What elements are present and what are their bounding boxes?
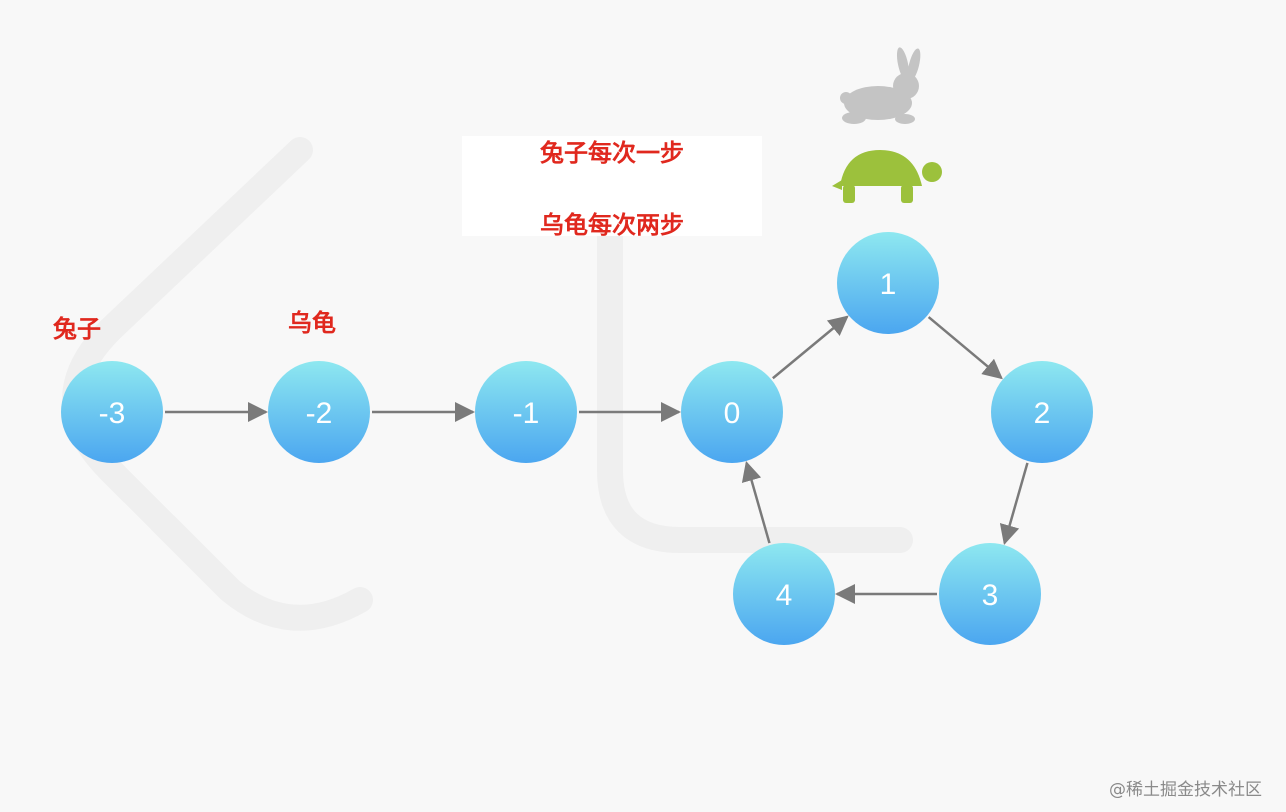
- node-label: -1: [513, 397, 540, 430]
- tortoise-icon: [832, 150, 942, 203]
- background-logo: [62, 137, 913, 631]
- node-0: 0: [681, 361, 783, 463]
- node-circle: [475, 361, 577, 463]
- node-1: 1: [837, 232, 939, 334]
- node-label: -2: [306, 397, 333, 430]
- rule-box: 兔子每次一步 乌龟每次两步: [462, 136, 762, 239]
- node-label: 4: [776, 579, 793, 612]
- tortoise-rule-text: 乌龟每次两步: [540, 211, 684, 239]
- node-circle: [939, 543, 1041, 645]
- node-label: -3: [99, 397, 126, 430]
- edge-arrow: [741, 461, 771, 544]
- edges: [165, 315, 1029, 604]
- edge-arrow: [999, 462, 1029, 545]
- node-circle: [268, 361, 370, 463]
- node-label: 1: [880, 268, 897, 301]
- node-label: 0: [724, 397, 741, 430]
- node-label: 2: [1034, 397, 1051, 430]
- node--1: -1: [475, 361, 577, 463]
- node-4: 4: [733, 543, 835, 645]
- edge-arrow: [927, 316, 1003, 380]
- node-circle: [837, 232, 939, 334]
- node-circle: [733, 543, 835, 645]
- rabbit-icon: [840, 47, 921, 124]
- watermark: @稀土掘金技术社区: [1109, 780, 1262, 800]
- nodes: -3 -2 -1 0 1 2 3 4: [61, 232, 1093, 645]
- node--3: -3: [61, 361, 163, 463]
- node-3: 3: [939, 543, 1041, 645]
- rabbit-rule-text: 兔子每次一步: [540, 139, 684, 167]
- node--2: -2: [268, 361, 370, 463]
- node-circle: [681, 361, 783, 463]
- edge-arrow: [772, 315, 849, 380]
- rabbit-label: 兔子: [53, 315, 101, 343]
- node-circle: [991, 361, 1093, 463]
- tortoise-label: 乌龟: [288, 309, 336, 337]
- node-label: 3: [982, 579, 999, 612]
- node-2: 2: [991, 361, 1093, 463]
- node-circle: [61, 361, 163, 463]
